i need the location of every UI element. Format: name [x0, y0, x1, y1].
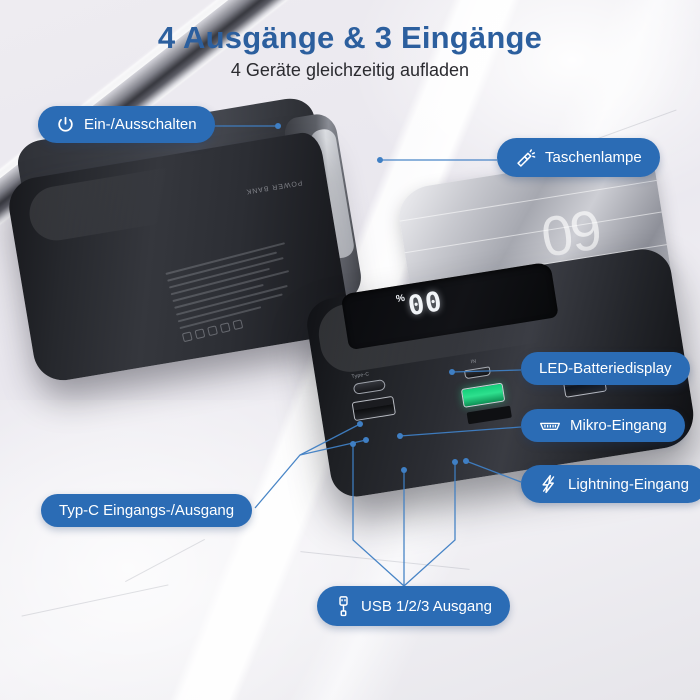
- callout-type-c-label: Typ-C Eingangs-/Ausgang: [59, 502, 235, 519]
- usb-plug-icon: [335, 595, 352, 617]
- callout-flashlight[interactable]: Taschenlampe: [497, 138, 660, 177]
- callout-usb-outputs-label: USB 1/2/3 Ausgang: [361, 597, 492, 615]
- callout-power-button-label: Ein-/Ausschalten: [84, 116, 197, 133]
- page-subtitle: 4 Geräte gleichzeitig aufladen: [230, 60, 470, 80]
- power-icon: [56, 115, 75, 134]
- callout-lightning-input[interactable]: Lightning-Eingang: [521, 465, 700, 503]
- callout-type-c[interactable]: Typ-C Eingangs-/Ausgang: [41, 494, 253, 527]
- callout-led-display-label: LED-Batteriedisplay: [539, 360, 672, 377]
- callout-flashlight-label: Taschenlampe: [545, 149, 642, 166]
- flashlight-icon: [515, 147, 536, 168]
- callout-micro-input[interactable]: Mikro-Eingang: [521, 409, 685, 442]
- callout-micro-input-label: Mikro-Eingang: [570, 417, 667, 434]
- callout-usb-outputs[interactable]: USB 1/2/3 Ausgang: [317, 586, 510, 626]
- lightning-bolt-icon: [539, 474, 559, 494]
- callout-lightning-input-label: Lightning-Eingang: [568, 475, 689, 493]
- page-title: 4 Ausgänge & 3 Eingänge: [157, 20, 543, 55]
- callout-power-button[interactable]: Ein-/Ausschalten: [38, 106, 215, 143]
- callout-led-display[interactable]: LED-Batteriedisplay: [521, 352, 690, 385]
- micro-usb-icon: [539, 419, 561, 433]
